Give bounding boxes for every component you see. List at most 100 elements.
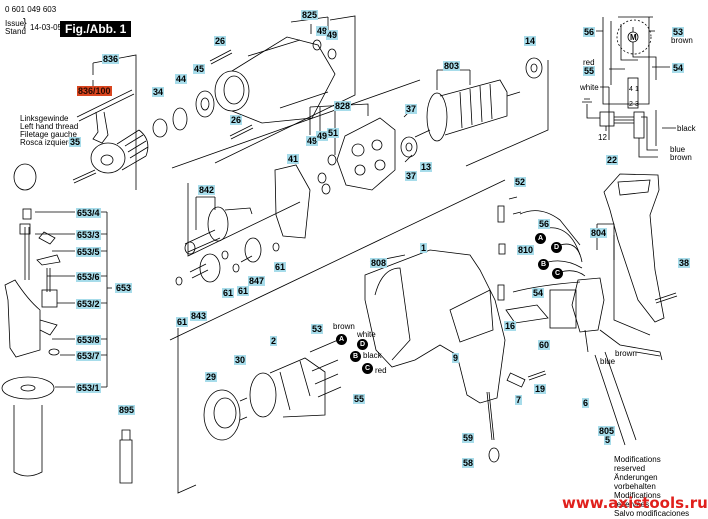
label-58[interactable]: 58 xyxy=(462,458,475,468)
terminal-4: 4 xyxy=(629,86,633,93)
label-53[interactable]: 53 xyxy=(311,324,324,334)
gear-housing xyxy=(214,36,336,124)
gear-847 xyxy=(244,237,262,263)
label-653-2[interactable]: 653/2 xyxy=(76,299,101,309)
label-30[interactable]: 30 xyxy=(234,355,247,365)
label-61-d[interactable]: 61 xyxy=(274,262,287,272)
label-22[interactable]: 22 xyxy=(606,155,619,165)
wiring-label-54[interactable]: 54 xyxy=(672,63,685,73)
wiring-label-55[interactable]: 55 xyxy=(583,66,596,76)
wire-label-brown-cord: brown xyxy=(615,349,637,358)
website-link[interactable]: www.axistools.ru xyxy=(562,494,708,512)
motor-symbol: M xyxy=(630,33,637,42)
label-2[interactable]: 2 xyxy=(270,336,278,346)
label-810[interactable]: 810 xyxy=(517,245,535,255)
label-13[interactable]: 13 xyxy=(420,162,433,172)
rod-59 xyxy=(486,391,495,441)
label-836-100[interactable]: 836/100 xyxy=(77,86,112,96)
wire-label-blue-cord: blue xyxy=(600,357,616,366)
ring-34 xyxy=(152,118,168,138)
label-38[interactable]: 38 xyxy=(678,258,691,268)
label-805[interactable]: 805 xyxy=(598,426,616,436)
label-54[interactable]: 54 xyxy=(532,288,545,298)
label-37-bottom[interactable]: 37 xyxy=(405,171,418,181)
plate-60 xyxy=(505,304,549,324)
label-5[interactable]: 5 xyxy=(604,435,612,445)
label-7[interactable]: 7 xyxy=(515,395,523,405)
label-803[interactable]: 803 xyxy=(443,61,461,71)
label-19[interactable]: 19 xyxy=(534,384,547,394)
label-836[interactable]: 836 xyxy=(102,54,120,64)
label-37-top[interactable]: 37 xyxy=(405,104,418,114)
label-41[interactable]: 41 xyxy=(287,154,300,164)
side-handle-653 xyxy=(1,163,61,477)
label-653-6[interactable]: 653/6 xyxy=(76,272,101,282)
label-828[interactable]: 828 xyxy=(334,101,352,111)
label-653-5[interactable]: 653/5 xyxy=(76,247,101,257)
label-895[interactable]: 895 xyxy=(118,405,136,415)
label-60[interactable]: 60 xyxy=(538,340,551,350)
wiring-red: red xyxy=(583,58,595,67)
label-49-a[interactable]: 49 xyxy=(316,26,329,36)
label-842[interactable]: 842 xyxy=(198,185,216,195)
label-808[interactable]: 808 xyxy=(370,258,388,268)
label-61-a[interactable]: 61 xyxy=(176,317,189,327)
label-61-c[interactable]: 61 xyxy=(237,286,250,296)
modifications-note: Modifications reserved Änderungen vorbeh… xyxy=(614,455,694,518)
thread-note-de: Linksgewinde xyxy=(20,114,69,123)
label-55[interactable]: 55 xyxy=(353,394,366,404)
bearing-plate-828 xyxy=(336,117,396,191)
label-59[interactable]: 59 xyxy=(462,433,475,443)
label-847[interactable]: 847 xyxy=(248,276,266,286)
label-26-top[interactable]: 26 xyxy=(214,36,227,46)
label-51[interactable]: 51 xyxy=(327,128,340,138)
label-26-bottom[interactable]: 26 xyxy=(230,115,243,125)
label-9[interactable]: 9 xyxy=(452,353,460,363)
connector-badge-b-switch: B xyxy=(538,259,549,270)
wiring-black: black xyxy=(677,124,696,133)
label-804[interactable]: 804 xyxy=(590,228,608,238)
screw-19 xyxy=(527,370,547,381)
label-35[interactable]: 35 xyxy=(69,137,82,147)
wiring-label-53[interactable]: 53 xyxy=(672,27,685,37)
label-49-c[interactable]: 49 xyxy=(306,136,319,146)
label-61-b[interactable]: 61 xyxy=(222,288,235,298)
terminal-3: 3 xyxy=(635,101,639,108)
label-49-d[interactable]: 49 xyxy=(316,131,329,141)
terminal-2: 2 xyxy=(629,101,633,108)
label-52[interactable]: 52 xyxy=(514,177,527,187)
terminal-1: 1 xyxy=(635,86,639,93)
wiring-white: white xyxy=(580,83,599,92)
label-653-3[interactable]: 653/3 xyxy=(76,230,101,240)
label-14[interactable]: 14 xyxy=(524,36,537,46)
label-44[interactable]: 44 xyxy=(175,74,188,84)
label-56[interactable]: 56 xyxy=(538,219,551,229)
wiring-label-56[interactable]: 56 xyxy=(583,27,596,37)
armature-803 xyxy=(414,79,521,142)
modifications-en: Modifications reserved xyxy=(614,455,661,473)
stator-2 xyxy=(249,357,326,418)
label-653-7[interactable]: 653/7 xyxy=(76,351,101,361)
label-16[interactable]: 16 xyxy=(504,321,517,331)
brush-810 xyxy=(498,243,506,255)
label-653-4[interactable]: 653/4 xyxy=(76,208,101,218)
label-825[interactable]: 825 xyxy=(301,10,319,20)
label-653-1[interactable]: 653/1 xyxy=(76,383,101,393)
label-843[interactable]: 843 xyxy=(190,311,208,321)
label-49-b[interactable]: 49 xyxy=(326,30,339,40)
wire-label-white: white xyxy=(357,330,376,339)
wire-label-red: red xyxy=(375,366,387,375)
issue-label: Issue xyxy=(5,19,25,28)
bracket-836 xyxy=(92,54,137,190)
label-45[interactable]: 45 xyxy=(193,64,206,74)
label-653[interactable]: 653 xyxy=(115,283,133,293)
label-653-8[interactable]: 653/8 xyxy=(76,335,101,345)
label-34[interactable]: 34 xyxy=(152,87,165,97)
modifications-es: Salvo modificaciones xyxy=(614,509,690,518)
connector-badge-d: D xyxy=(357,339,368,350)
label-6[interactable]: 6 xyxy=(582,398,590,408)
brace: } xyxy=(23,17,27,29)
label-1[interactable]: 1 xyxy=(420,243,428,253)
label-29[interactable]: 29 xyxy=(205,372,218,382)
